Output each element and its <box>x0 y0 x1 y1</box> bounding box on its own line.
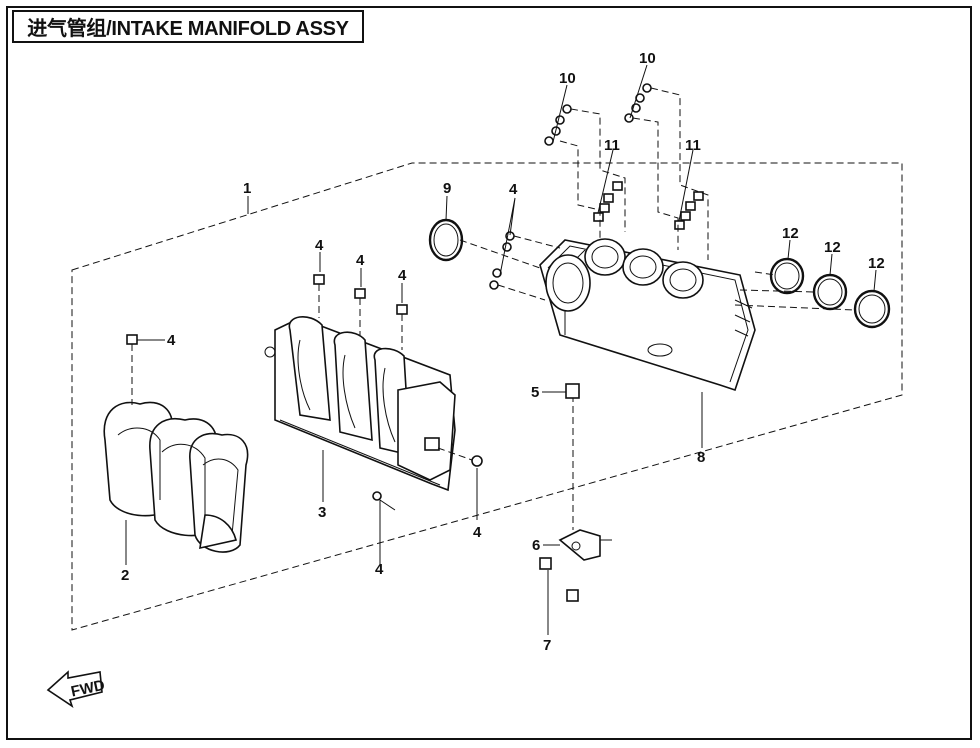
intake-boots <box>103 401 249 553</box>
o-ring <box>428 218 464 262</box>
manifold-body <box>264 316 456 492</box>
callout-1: 1 <box>243 180 251 197</box>
callout-2: 2 <box>121 567 129 584</box>
assembly-boundary <box>71 162 903 631</box>
callout-4c: 4 <box>356 252 365 269</box>
bracket-hardware <box>539 383 612 602</box>
callout-4e: 4 <box>473 524 482 541</box>
callout-12b: 12 <box>824 239 841 256</box>
callout-11b: 11 <box>685 137 701 154</box>
seal-rings <box>769 257 891 329</box>
page-title: 进气管组/INTAKE MANIFOLD ASSY <box>27 18 349 40</box>
callout-5: 5 <box>531 384 539 401</box>
callout-4a: 4 <box>167 332 176 349</box>
fwd-label: FWD <box>69 677 106 701</box>
callout-8: 8 <box>697 449 705 466</box>
callout-4g: 4 <box>509 181 518 198</box>
callout-10b: 10 <box>639 50 656 67</box>
callout-3: 3 <box>318 504 326 521</box>
intake-flange <box>539 238 756 392</box>
callout-7: 7 <box>543 637 551 654</box>
callout-11a: 11 <box>604 137 620 154</box>
callout-4f: 4 <box>375 561 384 578</box>
leader-lines <box>125 64 877 635</box>
title-box: 进气管组/INTAKE MANIFOLD ASSY <box>12 10 364 43</box>
callout-9: 9 <box>443 180 451 197</box>
callout-4b: 4 <box>315 237 324 254</box>
flange-bolts <box>544 83 704 230</box>
drawing-frame <box>6 6 972 740</box>
fwd-arrow-icon: FWD <box>46 670 107 708</box>
callout-4d: 4 <box>398 267 407 284</box>
callout-12c: 12 <box>868 255 885 272</box>
callout-12a: 12 <box>782 225 799 242</box>
callout-6: 6 <box>532 537 540 554</box>
bolt-centerlines <box>131 87 856 530</box>
callout-10a: 10 <box>559 70 576 87</box>
